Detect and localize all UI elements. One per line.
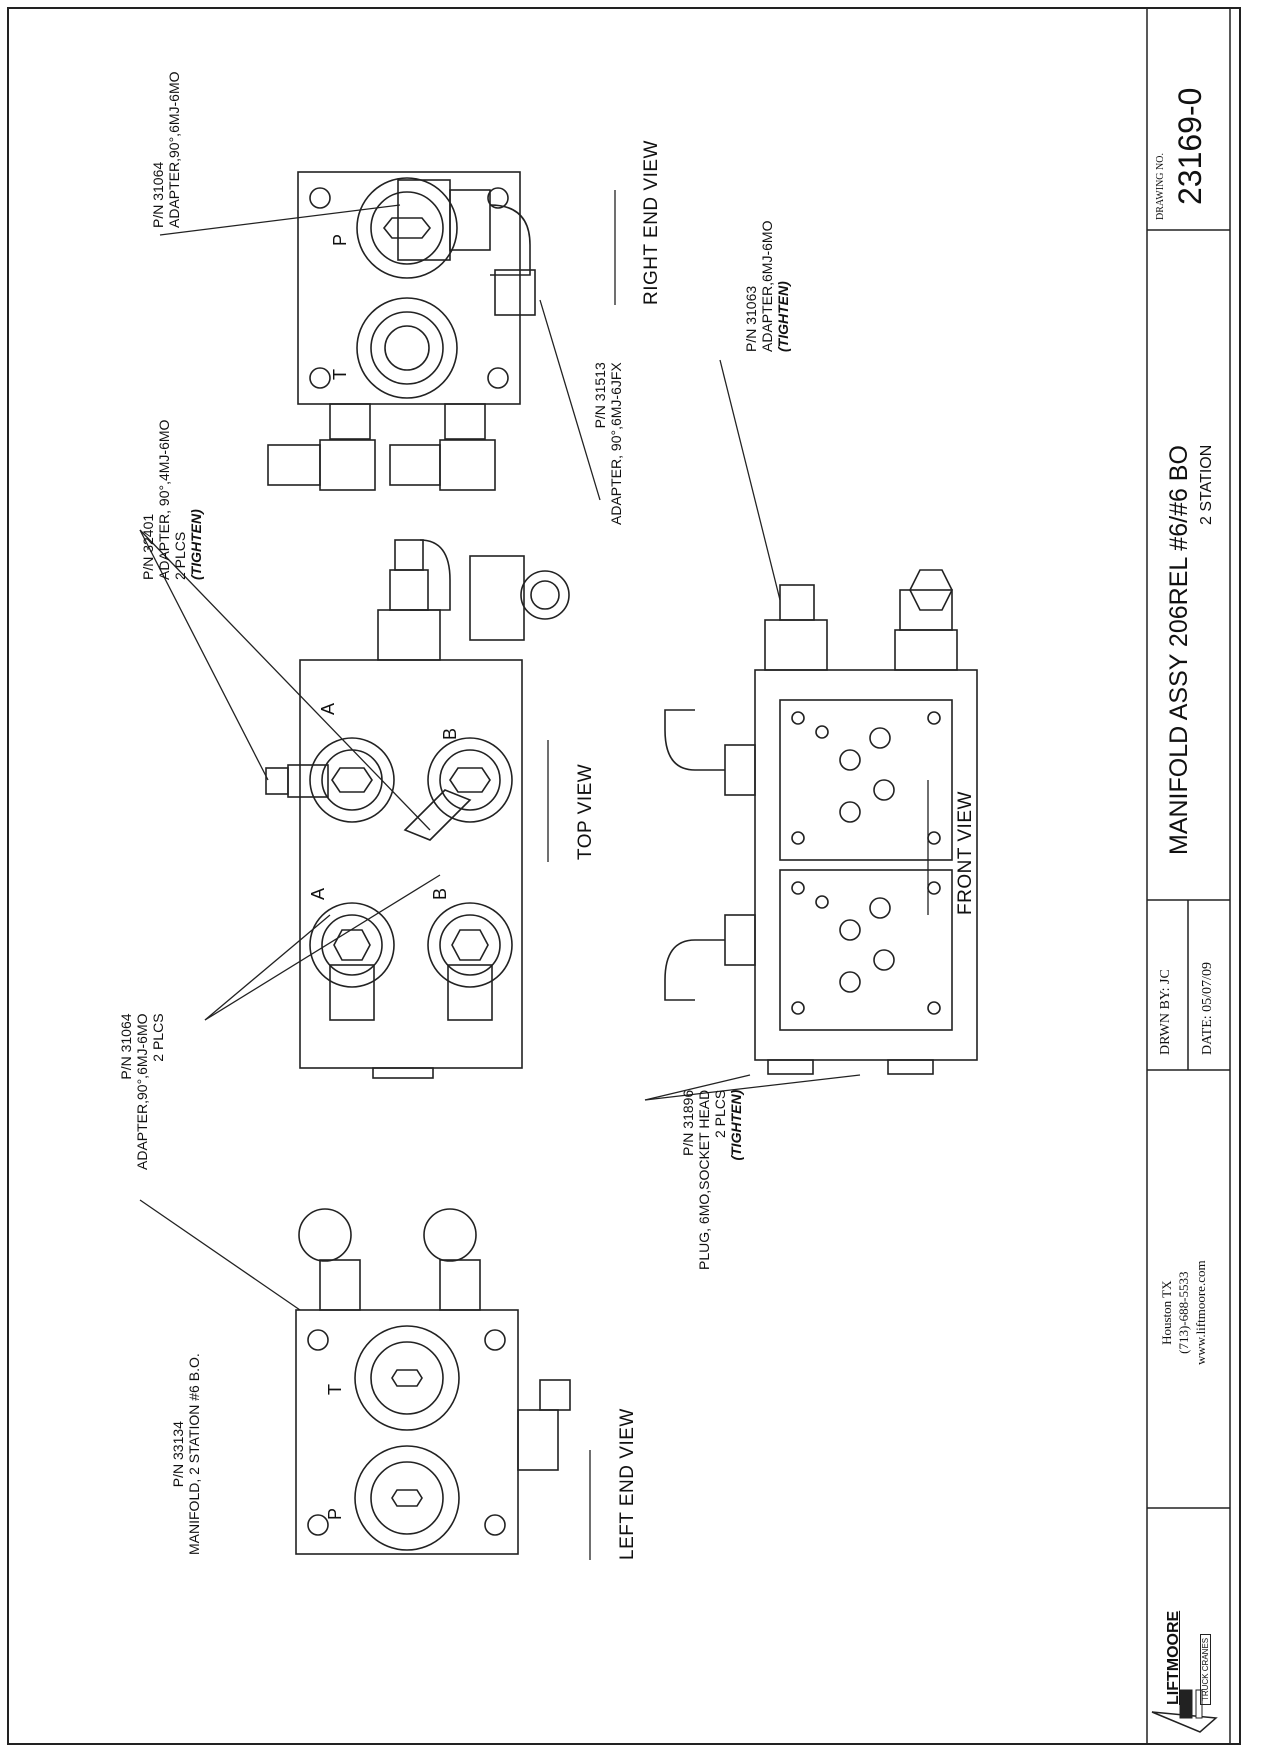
right-end-view-label: RIGHT END VIEW: [641, 140, 662, 305]
drawn-by-value: JC: [1158, 969, 1173, 984]
drawing-number: 23169-0: [1172, 87, 1208, 205]
port-label-a: A: [318, 702, 338, 715]
port-label-t-2: T: [330, 369, 350, 380]
callout-adapter-31064-right: P/N 31064 ADAPTER,90°,6MJ-6MO: [150, 71, 182, 228]
date-value: 05/07/09: [1200, 962, 1215, 1012]
callout-adapter-32401: P/N 32401 ADAPTER, 90°,4MJ-6MO 2 PLCS (T…: [140, 419, 204, 580]
leader-lines: [139, 204, 861, 1311]
front-view-manifold: [664, 569, 978, 1075]
top-view-manifold: [265, 539, 570, 1079]
company-web: www.liftmoore.com: [1193, 1260, 1208, 1365]
title-block: [1146, 8, 1231, 1744]
callout-plug-31896: P/N 31896 PLUG, 6MO,SOCKET HEAD 2 PLCS (…: [680, 1089, 744, 1270]
port-label-t: T: [325, 1384, 345, 1395]
company-name: LIFTMOORE: [1165, 1610, 1182, 1705]
drawn-by-label: DRWN BY:: [1158, 987, 1173, 1055]
company-contact: Houston TX (713)-688-5533 www.liftmoore.…: [1158, 1260, 1209, 1365]
drawing-title: MANIFOLD ASSY 206REL #6/#6 BO: [1165, 445, 1193, 855]
left-end-view-label: LEFT END VIEW: [617, 1408, 638, 1560]
port-label-p: P: [325, 1507, 345, 1520]
port-label-b: B: [440, 727, 460, 740]
date-label: DATE:: [1200, 1015, 1215, 1055]
drawing-subtitle: 2 STATION: [1198, 444, 1215, 525]
liftmoore-logo: [1151, 1689, 1218, 1733]
view-underlines: [547, 190, 929, 1560]
drawing-date: DATE: 05/07/09: [1200, 962, 1216, 1055]
callout-adapter-31064-top: P/N 31064 ADAPTER,90°,6MJ-6MO 2 PLCS: [118, 1013, 166, 1170]
callout-manifold: P/N 33134 MANIFOLD, 2 STATION #6 B.O.: [170, 1353, 202, 1555]
front-view-label: FRONT VIEW: [955, 791, 976, 915]
drawing-number-label: DRAWING NO.: [1155, 153, 1166, 220]
company-city: Houston TX: [1159, 1280, 1174, 1345]
company-subtitle: TRUCK CRANES: [1200, 1633, 1211, 1705]
port-label-p-2: P: [330, 233, 350, 246]
port-label-b-2: B: [430, 887, 450, 900]
company-phone: (713)-688-5533: [1176, 1271, 1191, 1354]
sheet-border: [7, 7, 1241, 1745]
port-label-a-2: A: [308, 887, 328, 900]
top-view-label: TOP VIEW: [575, 763, 596, 860]
callout-adapter-31063: P/N 31063 ADAPTER,6MJ-6MO (TIGHTEN): [743, 220, 791, 352]
right-end-view-manifold: [267, 171, 536, 491]
drawn-by: DRWN BY: JC: [1158, 969, 1174, 1055]
left-end-view-manifold: [295, 1208, 571, 1555]
callout-adapter-31513: P/N 31513 ADAPTER, 90°,6MJ-6JFX: [592, 362, 624, 525]
